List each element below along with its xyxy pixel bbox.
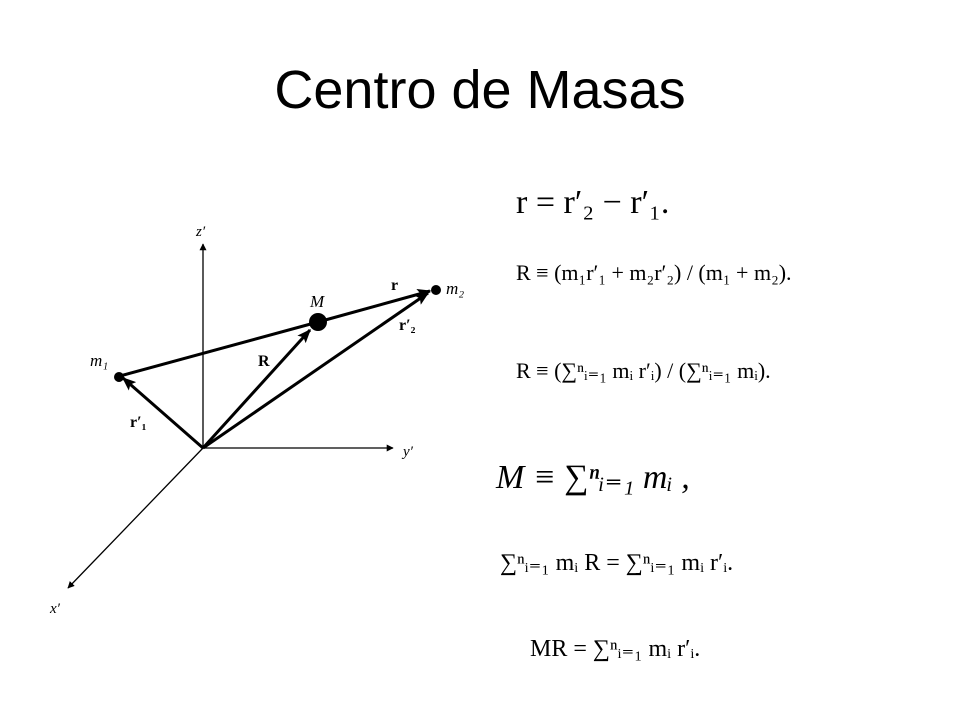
equation-5: ∑ⁿᵢ₌₁ mᵢ R = ∑ⁿᵢ₌₁ mᵢ r′ᵢ. [500,550,733,576]
equation-3: R ≡ (∑ⁿᵢ₌₁ mᵢ r′ᵢ) / (∑ⁿᵢ₌₁ mᵢ). [516,358,771,383]
vector-r1 [121,376,204,450]
segment-m1-M [119,320,319,378]
label-y-axis: y′ [401,444,414,460]
x-axis [67,447,204,589]
equation-5-text: ∑ⁿᵢ₌₁ mᵢ R = ∑ⁿᵢ₌₁ mᵢ r′ᵢ. [500,550,733,576]
vector-r2 [202,291,430,450]
label-vector-r: r [391,277,398,294]
equation-2: R ≡ (m₁r′₁ + m₂r′₂) / (m₁ + m₂). [516,260,792,285]
label-vector-R: R [258,353,270,370]
center-of-mass-point [309,313,327,331]
label-z-axis: z′ [195,224,206,240]
equation-1: r = r′₂ − r′₁. [516,184,669,221]
equation-4: M ≡ ∑ⁿᵢ₌₁ mᵢ , [495,459,690,496]
label-vector-r2: r′₂ [399,317,416,334]
label-m2: m₂ [446,279,464,298]
equation-6: MR = ∑ⁿᵢ₌₁ mᵢ r′ᵢ. [530,636,700,662]
equation-1-text: r = r′₂ − r′₁. [516,184,669,221]
equation-6-text: MR = ∑ⁿᵢ₌₁ mᵢ r′ᵢ. [530,636,700,662]
vector-R [201,328,312,450]
vector-r [317,288,432,324]
slide-title: Centro de Masas [274,60,686,120]
label-m1: m₁ [90,351,108,370]
mass-2-point [431,285,441,295]
label-x-axis: x′ [49,601,61,617]
equation-3-text: R ≡ (∑ⁿᵢ₌₁ mᵢ r′ᵢ) / (∑ⁿᵢ₌₁ mᵢ). [516,358,771,383]
equation-2-text: R ≡ (m₁r′₁ + m₂r′₂) / (m₁ + m₂). [516,260,792,285]
label-vector-r1: r′₁ [130,414,147,431]
equation-4-text: M ≡ ∑ⁿᵢ₌₁ mᵢ , [495,459,690,496]
label-center-M: M [309,292,325,311]
mass-1-point [114,372,124,382]
